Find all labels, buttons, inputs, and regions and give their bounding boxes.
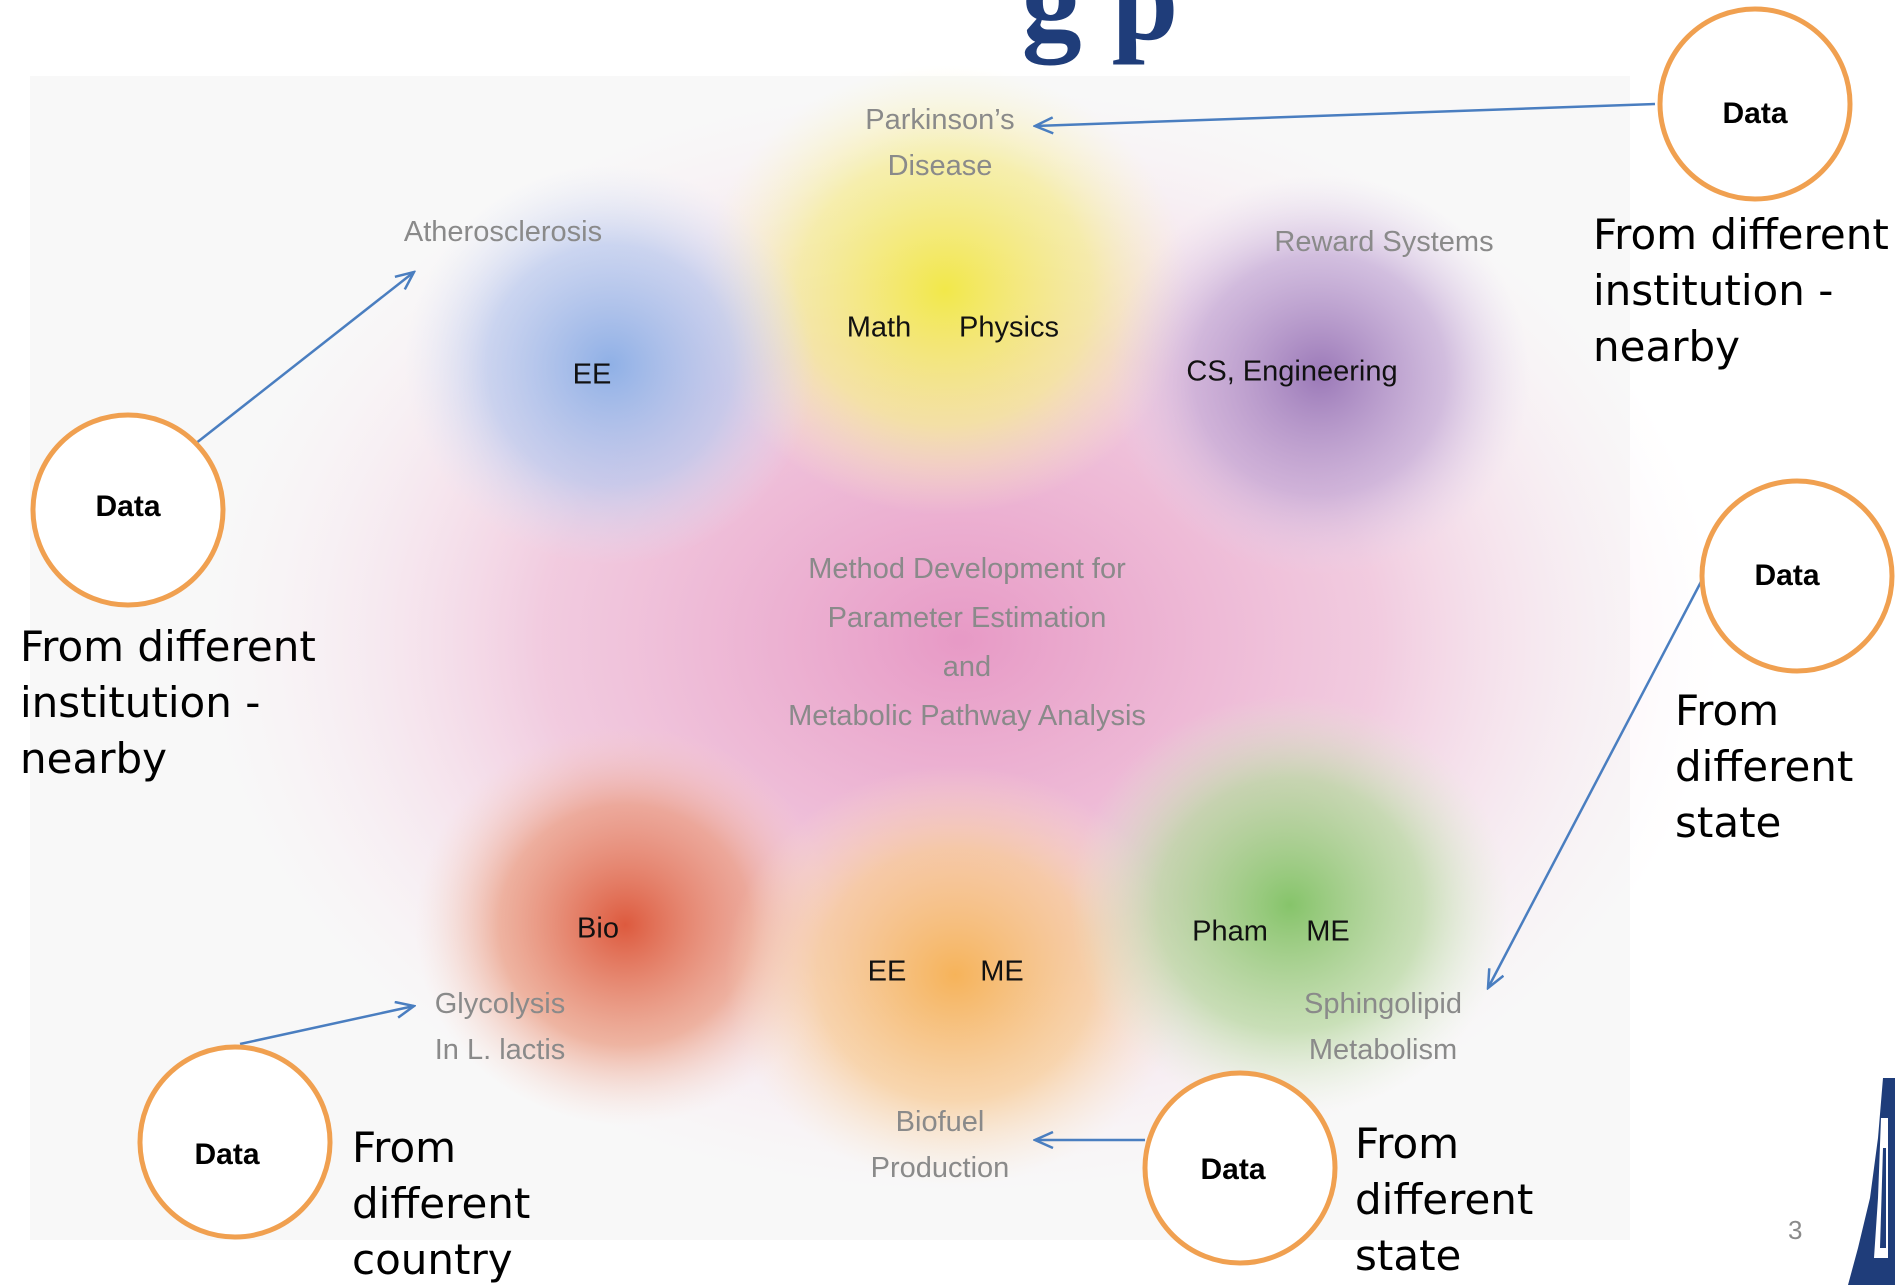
data-label-bottom-right: Data xyxy=(1200,1153,1266,1186)
discipline-ee-top: EE xyxy=(572,358,612,391)
topic-reward-systems: Reward Systems xyxy=(1274,226,1494,258)
topic-parkinsons: Parkinson’s Disease xyxy=(865,97,1014,189)
page-number: 3 xyxy=(1788,1215,1803,1245)
arrow-to-sphingolipid xyxy=(1488,577,1705,988)
discipline-me-right: ME xyxy=(1306,915,1350,948)
purple-blob xyxy=(1110,175,1530,575)
discipline-math: Math xyxy=(846,311,912,344)
discipline-pham: Pham xyxy=(1192,915,1268,948)
data-label-left: Data xyxy=(95,490,161,523)
red-blob xyxy=(415,725,835,1125)
discipline-ee-bottom: EE xyxy=(867,955,907,988)
discipline-me-bottom: ME xyxy=(980,955,1024,988)
data-circle-top-right xyxy=(1657,6,1853,202)
center-topic: Method Development for Parameter Estimat… xyxy=(788,545,1146,741)
slide-title: g p xyxy=(600,0,1600,68)
caption-top-right: From different institution - nearby xyxy=(1593,210,1889,371)
topic-sphingolipid-line1: Sphingolipid xyxy=(1303,988,1463,1020)
data-circle-right xyxy=(1699,478,1895,674)
arrow-to-atherosclerosis xyxy=(194,272,414,445)
caption-right: From different state xyxy=(1675,686,1854,847)
topic-sphingolipid: Sphingolipid Metabolism xyxy=(1304,981,1462,1073)
yellow-blob xyxy=(700,65,1190,515)
topic-parkinsons-line1: Parkinson’s xyxy=(865,104,1015,136)
center-topic-line2: Parameter Estimation xyxy=(827,602,1107,634)
topic-biofuel-line2: Production xyxy=(870,1152,1010,1184)
green-blob xyxy=(1070,695,1510,1115)
center-topic-line4: Metabolic Pathway Analysis xyxy=(788,700,1146,732)
data-circle-left xyxy=(30,412,226,608)
topic-sphingolipid-line2: Metabolism xyxy=(1308,1034,1458,1066)
topic-atherosclerosis: Atherosclerosis xyxy=(403,216,603,248)
topic-glycolysis-line1: Glycolysis xyxy=(434,988,566,1020)
topic-glycolysis-line2: In L. lactis xyxy=(434,1034,566,1066)
topic-biofuel-line1: Biofuel xyxy=(895,1106,985,1138)
caption-left: From different institution - nearby xyxy=(20,622,316,783)
caption-bottom-left: From different country xyxy=(352,1123,531,1284)
arrow-to-parkinsons xyxy=(1035,102,1656,126)
orange-blob xyxy=(725,765,1185,1185)
topic-parkinsons-line2: Disease xyxy=(887,150,993,182)
topic-glycolysis: Glycolysis In L. lactis xyxy=(435,981,566,1073)
data-label-right: Data xyxy=(1754,559,1820,592)
university-logo-icon xyxy=(1848,1078,1895,1285)
blue-blob xyxy=(405,165,815,565)
topic-biofuel: Biofuel Production xyxy=(871,1099,1010,1191)
discipline-bio: Bio xyxy=(577,912,619,945)
center-topic-line3: and xyxy=(942,651,992,683)
data-circle-bottom-left xyxy=(137,1044,333,1240)
caption-bottom-right: From different state xyxy=(1355,1119,1534,1280)
discipline-physics: Physics xyxy=(959,311,1059,344)
arrow-to-glycolysis xyxy=(239,1006,414,1046)
data-circle-bottom-right xyxy=(1142,1070,1338,1266)
discipline-cs-engineering: CS, Engineering xyxy=(1186,355,1398,388)
data-label-top-right: Data xyxy=(1722,97,1788,130)
data-label-bottom-left: Data xyxy=(194,1138,260,1171)
center-topic-line1: Method Development for xyxy=(808,553,1126,585)
